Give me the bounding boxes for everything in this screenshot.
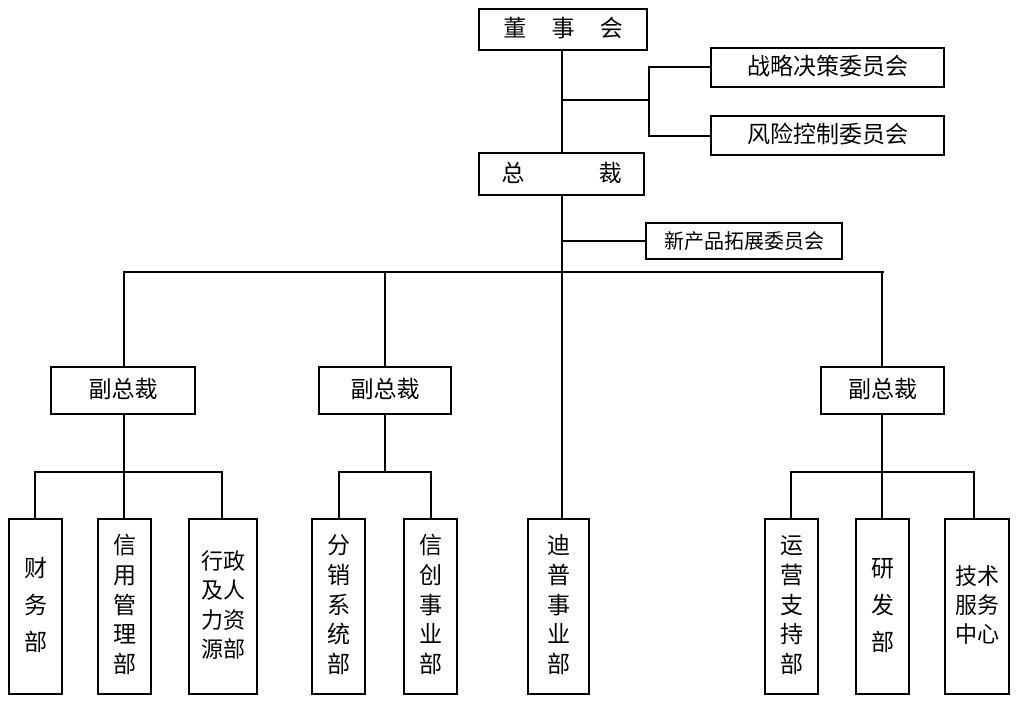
- line-vp1-bus: [34, 471, 223, 473]
- node-dept-tech-service-center-label: 技术 服务 中心: [954, 564, 999, 649]
- node-dept-credit-management-label: 信 用 管 理 部: [113, 532, 136, 679]
- node-board[interactable]: 董 事 会: [478, 8, 648, 51]
- node-president[interactable]: 总 裁: [478, 152, 645, 196]
- node-committee-strategy-label: 战略决策委员会: [747, 54, 908, 80]
- line-vp2-drop-1: [338, 471, 340, 519]
- line-vp3-drop-3: [973, 471, 975, 519]
- node-dept-dptech-business-label: 迪 普 事 业 部: [547, 532, 570, 679]
- line-vp1-stem: [123, 415, 125, 473]
- node-committee-risk[interactable]: 风险控制委员会: [710, 115, 945, 156]
- node-dept-admin-hr-label: 行政 及人 力资 源部: [200, 550, 245, 663]
- node-dept-dptech-business[interactable]: 迪 普 事 业 部: [527, 518, 590, 695]
- line-vp2-bus: [338, 471, 432, 473]
- node-committee-new-product[interactable]: 新产品拓展委员会: [645, 222, 843, 260]
- node-dept-admin-hr[interactable]: 行政 及人 力资 源部: [188, 518, 258, 695]
- line-board-to-committee-bracket: [561, 99, 650, 101]
- line-vp3-stem: [881, 415, 883, 473]
- node-dept-credit-management[interactable]: 信 用 管 理 部: [97, 518, 152, 695]
- node-dept-rnd[interactable]: 研 发 部: [855, 518, 910, 695]
- line-vp2-drop-2: [430, 471, 432, 519]
- line-vp3-drop-2: [881, 471, 883, 519]
- line-president-center-stem: [561, 196, 563, 518]
- node-vp-2[interactable]: 副总裁: [318, 366, 452, 415]
- node-committee-risk-label: 风险控制委员会: [747, 122, 908, 148]
- line-bus-drop-vp2: [384, 271, 386, 367]
- node-dept-operations-support-label: 运 营 支 持 部: [780, 532, 803, 679]
- line-bus-drop-vp3: [881, 271, 883, 367]
- node-vp-3-label: 副总裁: [848, 377, 917, 403]
- node-dept-finance[interactable]: 财 务 部: [8, 518, 63, 695]
- node-board-label: 董 事 会: [503, 16, 632, 42]
- node-committee-strategy[interactable]: 战略决策委员会: [710, 47, 945, 88]
- line-bus-drop-vp1: [123, 271, 125, 367]
- line-vp3-drop-1: [790, 471, 792, 519]
- node-dept-distribution-system[interactable]: 分 销 系 统 部: [311, 518, 366, 695]
- node-dept-finance-label: 财 务 部: [24, 555, 47, 657]
- node-vp-1-label: 副总裁: [88, 377, 158, 403]
- node-vp-1[interactable]: 副总裁: [50, 366, 196, 415]
- node-dept-tech-service-center[interactable]: 技术 服务 中心: [944, 518, 1010, 695]
- node-dept-xinchuang-business-label: 信 创 事 业 部: [419, 532, 442, 679]
- line-to-risk-committee: [648, 135, 712, 137]
- line-vp1-drop-3: [221, 471, 223, 519]
- line-committee-bracket: [648, 66, 650, 137]
- node-president-label: 总 裁: [501, 160, 631, 187]
- node-vp-3[interactable]: 副总裁: [820, 366, 945, 415]
- node-committee-new-product-label: 新产品拓展委员会: [664, 229, 824, 253]
- node-dept-rnd-label: 研 发 部: [871, 555, 894, 657]
- node-vp-2-label: 副总裁: [350, 377, 420, 403]
- line-board-to-president: [561, 50, 563, 153]
- line-vp1-drop-2: [123, 471, 125, 519]
- line-vp-bus: [124, 271, 884, 273]
- node-dept-xinchuang-business[interactable]: 信 创 事 业 部: [403, 518, 458, 695]
- line-to-strategy-committee: [648, 66, 712, 68]
- node-dept-operations-support[interactable]: 运 营 支 持 部: [764, 518, 819, 695]
- line-vp1-drop-1: [34, 471, 36, 519]
- line-vp2-stem: [384, 415, 386, 473]
- line-to-product-committee: [561, 240, 647, 242]
- node-dept-distribution-system-label: 分 销 系 统 部: [327, 532, 350, 679]
